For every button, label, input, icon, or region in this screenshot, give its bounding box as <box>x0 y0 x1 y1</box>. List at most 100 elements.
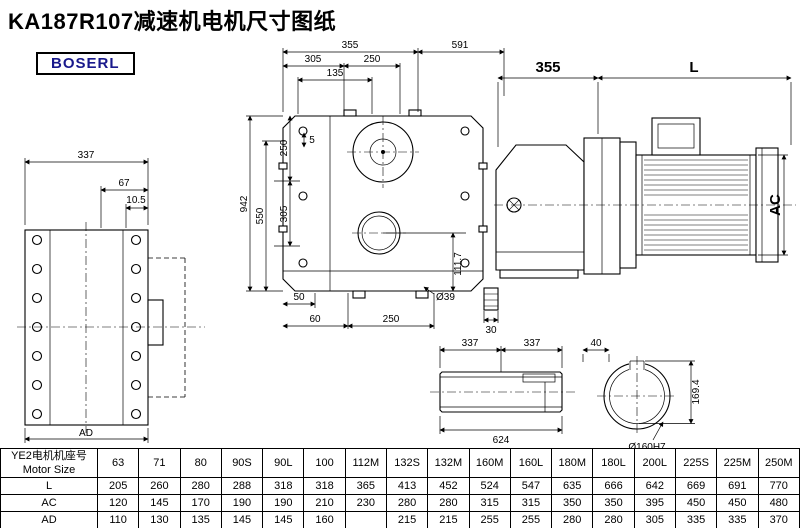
dimension-value-cell: 255 <box>509 511 553 528</box>
motor-size-column-header: 250M <box>757 448 800 478</box>
dimension-value-cell: 205 <box>96 477 140 495</box>
dimension-value-cell: 120 <box>96 494 140 512</box>
row-label-cell: L <box>0 477 98 495</box>
dimension-value-cell: 215 <box>385 511 429 528</box>
output-bore <box>347 116 419 188</box>
dimensions-top: 355 L <box>497 59 792 147</box>
motor-size-column-header: 225S <box>674 448 718 478</box>
dim-111-7: 111.7 <box>453 252 464 276</box>
motor-size-column-header: 80 <box>179 448 222 478</box>
dimension-value-cell: 280 <box>592 511 635 528</box>
dim-355: 355 <box>342 40 359 51</box>
dim-135: 135 <box>327 68 344 79</box>
terminal-box <box>651 117 701 156</box>
dimension-value-cell: 255 <box>468 511 511 528</box>
motor-size-column-header: 160M <box>468 448 511 478</box>
dimension-value-cell: 350 <box>551 494 594 512</box>
centerlines <box>17 222 205 433</box>
dim-60: 60 <box>309 314 321 325</box>
dim-337: 337 <box>78 150 95 161</box>
dimension-value-cell: 450 <box>674 494 718 512</box>
dimension-value-cell: 770 <box>757 477 800 495</box>
dimension-value-cell: 130 <box>138 511 181 528</box>
dimension-value-cell: 190 <box>220 494 264 512</box>
dimension-value-cell: 210 <box>303 494 346 512</box>
dimension-value-cell: 318 <box>262 477 305 495</box>
dim-591: 591 <box>452 40 469 51</box>
motor-size-column-header: 180M <box>551 448 594 478</box>
gearbox-profile <box>495 144 585 279</box>
dimension-value-cell: 315 <box>509 494 553 512</box>
dimension-value-cell: 395 <box>633 494 676 512</box>
dim-337-a: 337 <box>462 338 479 349</box>
dimension-value-cell: 110 <box>96 511 140 528</box>
dim-40: 40 <box>590 338 602 349</box>
brand-logo: BOSERL <box>36 52 135 75</box>
dimension-value-cell: 480 <box>757 494 800 512</box>
page-title: KA187R107减速机电机尺寸图纸 <box>8 9 337 34</box>
dimension-value-cell: 318 <box>303 477 346 495</box>
dimension-value-cell: 666 <box>592 477 635 495</box>
dimensions-right: 111.7 <box>383 232 466 292</box>
motor-size-column-header: 160L <box>509 448 553 478</box>
dimensions: 337 337 624 <box>439 338 563 446</box>
dimensions-bottom: 50 60 250 Ø39 30 <box>282 286 499 336</box>
dim-305-left: 305 <box>279 205 290 222</box>
dimension-value-cell: 335 <box>674 511 718 528</box>
dimension-value-cell: 215 <box>427 511 470 528</box>
dimension-value-cell: 452 <box>427 477 470 495</box>
dimension-value-cell: 305 <box>633 511 676 528</box>
dimension-value-cell: 280 <box>551 511 594 528</box>
dimensions: 337 67 10.5 AD <box>24 150 149 443</box>
motor-size-column-header: 100 <box>303 448 346 478</box>
dim-50: 50 <box>293 292 305 303</box>
dimension-value-cell: 135 <box>179 511 222 528</box>
dimension-value-cell <box>344 511 387 528</box>
dim-250-left: 250 <box>279 139 290 156</box>
dimension-value-cell: 350 <box>592 494 635 512</box>
dimension-value-cell: 288 <box>220 477 264 495</box>
dimension-value-cell: 669 <box>674 477 718 495</box>
dimension-value-cell: 170 <box>179 494 222 512</box>
motor-size-column-header: 180L <box>592 448 635 478</box>
main-view-drawing: 355 591 305 250 135 942 550 250 <box>239 40 505 336</box>
dimension-value-cell: 145 <box>262 511 305 528</box>
dimension-value-cell: 280 <box>179 477 222 495</box>
housing-body <box>278 109 488 299</box>
front-view-drawing: 337 67 10.5 AD <box>17 150 205 443</box>
motor-size-column-header: 90L <box>262 448 305 478</box>
dim-5: 5 <box>309 135 315 146</box>
motor-size-column-header: 71 <box>138 448 181 478</box>
dimension-value-cell: 335 <box>716 511 759 528</box>
dimensions-top: 355 591 305 250 135 <box>282 40 505 114</box>
dimension-value-cell: 635 <box>551 477 594 495</box>
row-label-cell: AD <box>0 511 98 528</box>
motor-size-column-header: 90S <box>220 448 264 478</box>
dim-305-top: 305 <box>305 54 322 65</box>
dimension-value-cell: 145 <box>220 511 264 528</box>
dimension-value-cell: 642 <box>633 477 676 495</box>
shaft-detail-drawing: 337 337 624 <box>430 338 575 446</box>
dim-dia-160H7: Ø160H7 <box>628 442 666 453</box>
hidden-motor-outline <box>148 257 186 398</box>
bore-detail-drawing: 40 169.4 Ø160H7 <box>582 338 702 453</box>
dimensions-left: 942 550 250 305 5 <box>239 115 315 292</box>
motor-size-column-header: 112M <box>344 448 387 478</box>
dim-L: L <box>689 59 698 76</box>
dim-10-5: 10.5 <box>126 195 146 206</box>
dimension-value-cell: 315 <box>468 494 511 512</box>
flange-body <box>24 229 164 426</box>
dimension-value-cell: 370 <box>757 511 800 528</box>
dim-AD: AD <box>79 428 93 439</box>
dimension-value-cell: 413 <box>385 477 429 495</box>
dim-250-bottom: 250 <box>383 314 400 325</box>
dimension-value-cell: 230 <box>344 494 387 512</box>
output-shaft-stub <box>483 287 499 311</box>
dimension-value-cell: 547 <box>509 477 553 495</box>
